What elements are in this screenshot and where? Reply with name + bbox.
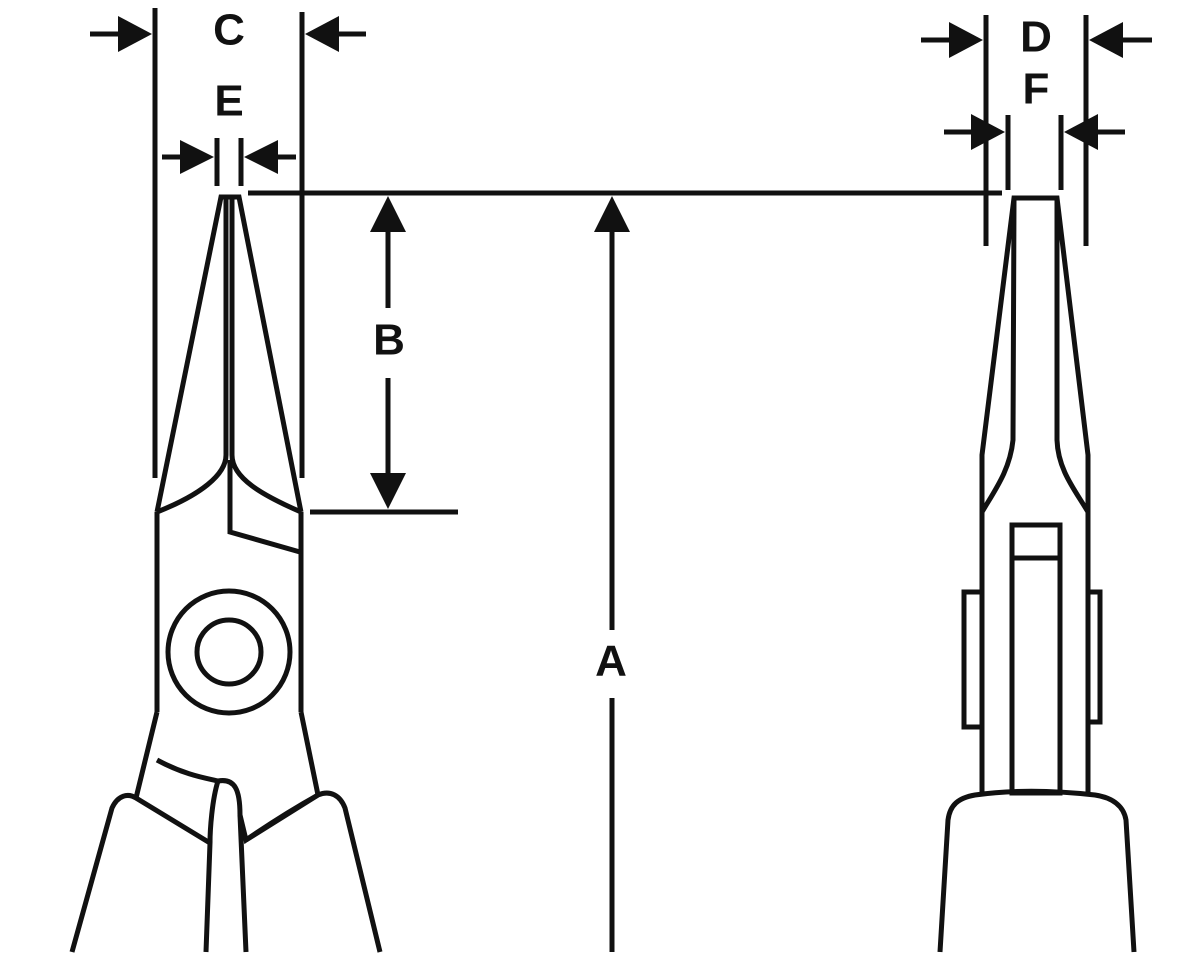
label-f: F — [1023, 65, 1050, 114]
dim-b-arrow-bottom — [370, 473, 406, 509]
dim-f-arrow-right-head — [1064, 114, 1098, 150]
pivot-inner-ring — [194, 617, 264, 687]
dim-f-arrow-left-head — [971, 114, 1005, 150]
handle-right-front — [244, 790, 383, 953]
label-b: B — [373, 316, 405, 365]
jaw-outline-side — [979, 195, 1091, 512]
label-d: D — [1020, 13, 1052, 62]
jaw-inner-line — [229, 199, 302, 515]
dim-d-arrow-left-head — [949, 22, 983, 58]
head-body-front — [154, 512, 304, 712]
dimension-lines — [90, 8, 1152, 952]
jaw-parting-line — [156, 199, 229, 515]
head-body-side — [979, 512, 1091, 792]
handle-left-front — [69, 793, 213, 953]
slot-side — [1009, 522, 1063, 796]
pivot-plate-right — [1085, 589, 1103, 725]
neck-lower-front — [133, 711, 321, 799]
pliers-front-view — [69, 194, 383, 953]
dim-b-arrow-top — [370, 196, 406, 232]
spring-center-front — [207, 780, 249, 953]
jaw-outline-front — [154, 194, 304, 513]
dim-a-arrow-top — [594, 196, 630, 232]
dim-e-arrow-left-head — [180, 140, 214, 174]
dim-c-arrow-right-head — [305, 16, 339, 52]
dim-e-arrow-right-head — [244, 140, 278, 174]
pivot-outer-ring — [165, 588, 293, 716]
pivot-plate-left — [961, 589, 985, 730]
pliers-side-view — [937, 195, 1137, 953]
jaw-inner-side — [979, 199, 1091, 514]
dimension-labels: C E B A D F — [213, 6, 1052, 686]
handle-side — [937, 788, 1137, 953]
head-cutaway — [227, 460, 301, 555]
dim-d-arrow-right-head — [1089, 22, 1123, 58]
label-e: E — [214, 77, 243, 126]
label-c: C — [213, 6, 245, 55]
dim-c-arrow-left-head — [118, 16, 152, 52]
label-a: A — [595, 637, 627, 686]
